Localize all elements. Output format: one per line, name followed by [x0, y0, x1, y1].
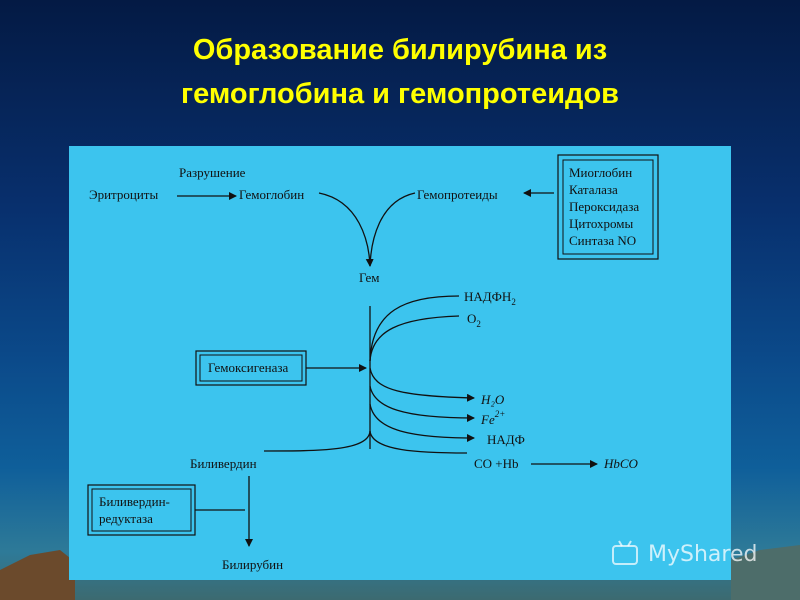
co-release-curve	[369, 430, 468, 454]
watermark-logo-icon	[612, 540, 638, 565]
heme-oxygenase-label: Гемоксигеназа	[208, 360, 289, 375]
hbco-label: HbCO	[603, 456, 639, 471]
hemoglobin-label: Гемоглобин	[239, 187, 304, 202]
hemoprotein-item: Пероксидаза	[569, 199, 639, 214]
biliverdin-split-curve	[263, 430, 371, 452]
nadp-curve	[369, 403, 475, 442]
hemoprotein-item: Каталаза	[569, 182, 618, 197]
hemoprotein-item: Цитохромы	[569, 216, 634, 231]
biliverdin-reductase-box	[87, 484, 196, 536]
diagram-panel: Разрушение Эритроциты Гемоглобин Гемопро…	[69, 146, 731, 580]
hemoproteins-to-heme-curve	[369, 192, 416, 267]
fe-label: Fe2+	[480, 409, 505, 427]
h2o-curve	[369, 367, 475, 402]
hemoproteins-label: Гемопротеиды	[417, 187, 498, 202]
hemoglobin-to-heme-curve	[318, 192, 374, 267]
title-line-1: Образование билирубина из	[192, 34, 608, 66]
hemoprotein-item: Миоглобин	[569, 165, 632, 180]
hemoprotein-list-box	[557, 154, 659, 260]
nadp-label: НАДФ	[487, 432, 525, 447]
destruction-label: Разрушение	[179, 165, 246, 180]
watermark-text: MyShared	[648, 542, 758, 567]
biliverdin-reductase-line-2: редуктаза	[99, 511, 153, 526]
landscape-decoration	[0, 545, 800, 600]
slide-title: Образование билирубина из гемоглобина и …	[0, 28, 800, 116]
nadph2-curve	[369, 295, 460, 362]
co-hb-label: CO +Hb	[474, 456, 519, 471]
bilirubin-pathway-diagram: Разрушение Эритроциты Гемоглобин Гемопро…	[87, 154, 659, 572]
erythrocytes-label: Эритроциты	[89, 187, 158, 202]
o2-curve	[369, 315, 460, 362]
nadph2-label: НАДФН2	[464, 289, 516, 307]
heme-label: Гем	[359, 270, 380, 285]
biliverdin-reductase-line-1: Биливердин-	[99, 494, 170, 509]
h2o-label: H₂O	[480, 392, 505, 407]
bilirubin-label: Билирубин	[222, 557, 283, 572]
biliverdin-label: Биливердин	[190, 456, 257, 471]
title-line-2: гемоглобина и гемопротеидов	[181, 78, 619, 110]
hemoprotein-item: Синтаза NO	[569, 233, 636, 248]
fe-curve	[369, 385, 475, 422]
o2-label: О2	[467, 311, 481, 329]
